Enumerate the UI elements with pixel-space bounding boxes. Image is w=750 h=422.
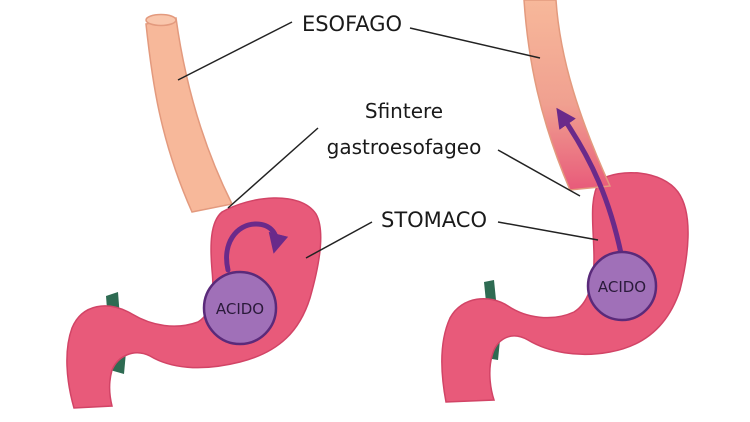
acid-circle-reflux [586,250,658,322]
ligament-right-upper [484,280,496,302]
esophagus-normal [145,17,234,213]
label-esophagus: ESOFAGO [302,12,402,36]
leader-lines [177,21,599,259]
leader-sphincter-right [497,149,581,197]
leader-stomach-left [305,221,373,259]
label-stomach: STOMACO [381,208,487,232]
acid-label-normal: ACIDO [216,300,264,318]
leader-esophagus-right [409,27,541,59]
acid-circle-normal [202,270,278,346]
stomach-reflux-group: ACIDO [441,0,689,403]
leader-esophagus-left [177,21,293,81]
acid-arrow-reflux [556,107,625,261]
stomach-reflux [441,171,689,403]
acid-label-reflux: ACIDO [598,278,646,296]
label-sphincter-line2: gastroesofageo [327,135,482,159]
esophagus-reflux [523,0,612,191]
esophagus-normal-opening [145,13,177,27]
leader-stomach-right [497,221,599,241]
stomach-normal [66,197,322,409]
stomach-normal-group: ACIDO [66,13,322,409]
acid-arrow-normal [224,221,289,273]
leader-sphincter-left [227,127,319,209]
label-sphincter-line1: Sfintere [365,99,443,123]
